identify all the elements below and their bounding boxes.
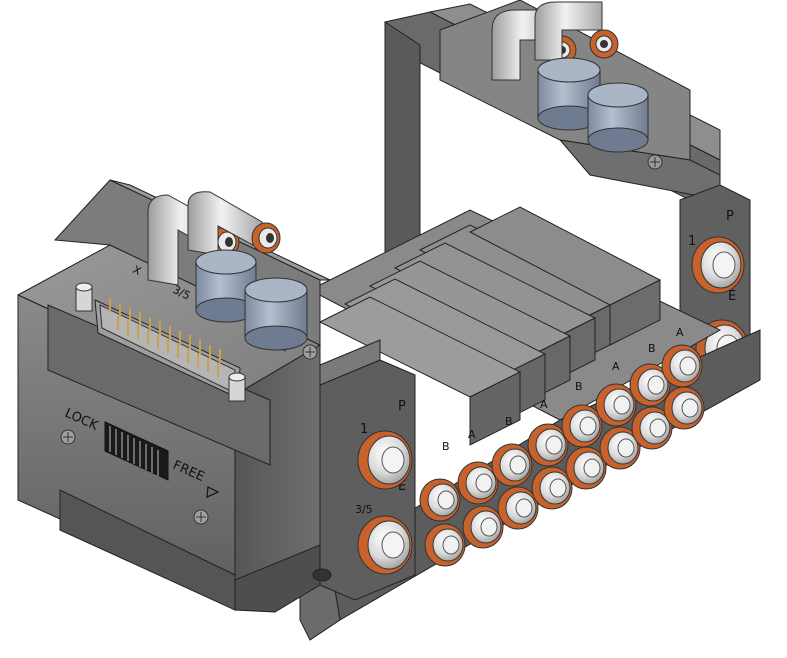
output-fitting — [599, 426, 641, 470]
left-fitting-e — [357, 515, 413, 575]
output-fitting — [424, 523, 466, 567]
base-foot-hole-icon — [312, 568, 332, 582]
left-port-e-label: E — [398, 479, 406, 494]
right-port-1-label: 1 — [688, 234, 696, 249]
output-fitting — [419, 478, 461, 522]
free-arrow-icon — [206, 486, 220, 498]
left-fitting-p — [357, 430, 413, 490]
right-port-e-label: E — [728, 289, 736, 304]
front-elbow-fitting-2 — [187, 191, 281, 256]
output-fitting — [631, 406, 673, 450]
valve-slice-5 — [318, 296, 522, 446]
output-fittings-top-row — [419, 344, 703, 522]
lock-free-slider[interactable] — [104, 421, 169, 481]
port-b-label-4: B — [648, 342, 656, 355]
output-fitting — [527, 423, 569, 467]
valve-slice-6 — [468, 206, 662, 346]
output-fitting — [595, 383, 637, 427]
back-screw-icon — [647, 154, 663, 170]
dsub-connector — [47, 282, 271, 466]
port-a-label-4: A — [676, 326, 684, 339]
back-silencer-cap-2 — [587, 82, 649, 153]
back-elbow-fitting-2 — [534, 1, 619, 61]
right-port-p-label: P — [726, 209, 734, 224]
output-fitting — [629, 363, 671, 407]
output-fitting — [565, 446, 607, 490]
port-a-label-1: A — [468, 428, 476, 441]
output-fitting — [491, 443, 533, 487]
standoff-screw-left — [75, 282, 93, 312]
face-screw-left-icon — [60, 429, 76, 445]
output-fitting — [497, 486, 539, 530]
port-b-label-2: B — [505, 415, 513, 428]
standoff-screw-right — [228, 372, 246, 402]
valve-slices — [318, 206, 662, 446]
left-port-p-label: P — [398, 399, 406, 414]
face-screw-right-icon — [193, 509, 209, 525]
output-fitting — [531, 466, 573, 510]
output-fitting — [661, 344, 703, 388]
top-screw-icon — [302, 344, 318, 360]
output-fitting — [457, 461, 499, 505]
output-fittings-bottom-row — [424, 386, 705, 567]
connector-pins — [109, 298, 221, 377]
manifold-port-labels: B A B A B A B A — [442, 326, 684, 453]
output-fitting — [663, 386, 705, 430]
port-a-label-3: A — [612, 360, 620, 373]
port-a-label-2: A — [540, 398, 548, 411]
port-b-label-3: B — [575, 380, 583, 393]
right-fitting-p — [691, 236, 745, 294]
left-port-1-label: 1 — [360, 422, 368, 437]
left-port-35-label: 3/5 — [355, 503, 373, 516]
front-silencer-cap-2 — [244, 277, 308, 351]
output-fitting — [462, 505, 504, 549]
port-b-label-1: B — [442, 440, 450, 453]
output-fitting — [561, 404, 603, 448]
